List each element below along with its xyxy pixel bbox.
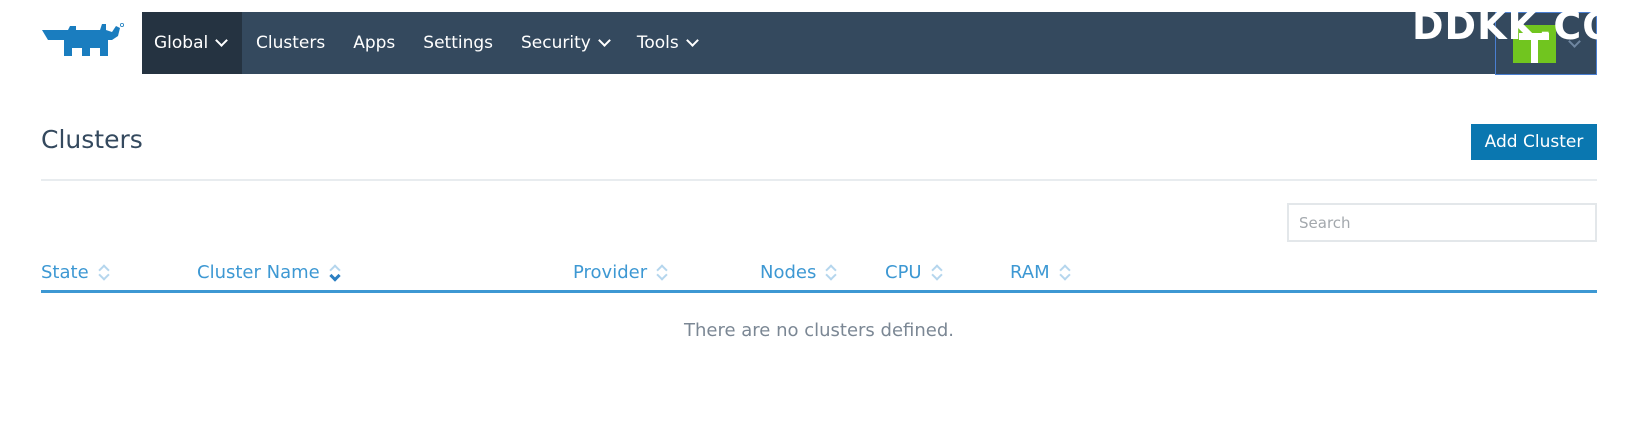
column-header-label: Cluster Name [197, 261, 320, 283]
nav-clusters[interactable]: Clusters [242, 12, 339, 74]
nav-apps-label: Apps [353, 33, 396, 53]
sort-icon [825, 261, 839, 283]
rancher-logo-icon[interactable] [38, 22, 124, 62]
nav-global-label: Global [154, 33, 209, 53]
column-header-label: Nodes [760, 261, 817, 283]
nav-security-label: Security [521, 33, 591, 53]
column-header-nodes[interactable]: Nodes [760, 258, 839, 286]
column-header-label: State [41, 261, 89, 283]
watermark: DDKK.CO [1412, 4, 1616, 48]
nav-apps[interactable]: Apps [339, 12, 409, 74]
column-header-provider[interactable]: Provider [573, 258, 670, 286]
chevron-down-icon [597, 34, 611, 47]
table-header-rule [41, 290, 1597, 293]
column-header-cpu[interactable]: CPU [885, 258, 945, 286]
nav-security[interactable]: Security [507, 12, 623, 74]
nav-settings[interactable]: Settings [409, 12, 507, 74]
nav-global[interactable]: Global [142, 12, 242, 74]
nav-settings-label: Settings [423, 33, 494, 53]
header-divider [41, 179, 1597, 181]
sort-icon [1058, 261, 1073, 283]
avatar [1513, 25, 1556, 63]
search-input[interactable] [1287, 203, 1597, 242]
sort-icon [930, 261, 945, 283]
column-header-label: RAM [1010, 261, 1050, 283]
top-navbar: Global Clusters Apps Settings Security T… [142, 12, 1597, 74]
sort-icon [97, 261, 112, 283]
sort-descending-icon [329, 261, 343, 283]
sort-icon [656, 261, 670, 283]
nav-tools-label: Tools [636, 33, 679, 53]
column-header-label: CPU [885, 261, 922, 283]
user-menu-button[interactable] [1495, 12, 1597, 75]
empty-state-message: There are no clusters defined. [683, 320, 955, 341]
chevron-down-icon [685, 34, 699, 47]
nav-tools[interactable]: Tools [623, 12, 711, 74]
column-header-state[interactable]: State [41, 258, 112, 286]
column-header-ram[interactable]: RAM [1010, 258, 1073, 286]
chevron-down-icon [215, 34, 229, 47]
column-header-label: Provider [573, 261, 648, 283]
nav-clusters-label: Clusters [256, 33, 326, 53]
column-header-cluster-name[interactable]: Cluster Name [197, 258, 343, 286]
page-title: Clusters [41, 125, 143, 154]
add-cluster-button[interactable]: Add Cluster [1471, 124, 1597, 160]
